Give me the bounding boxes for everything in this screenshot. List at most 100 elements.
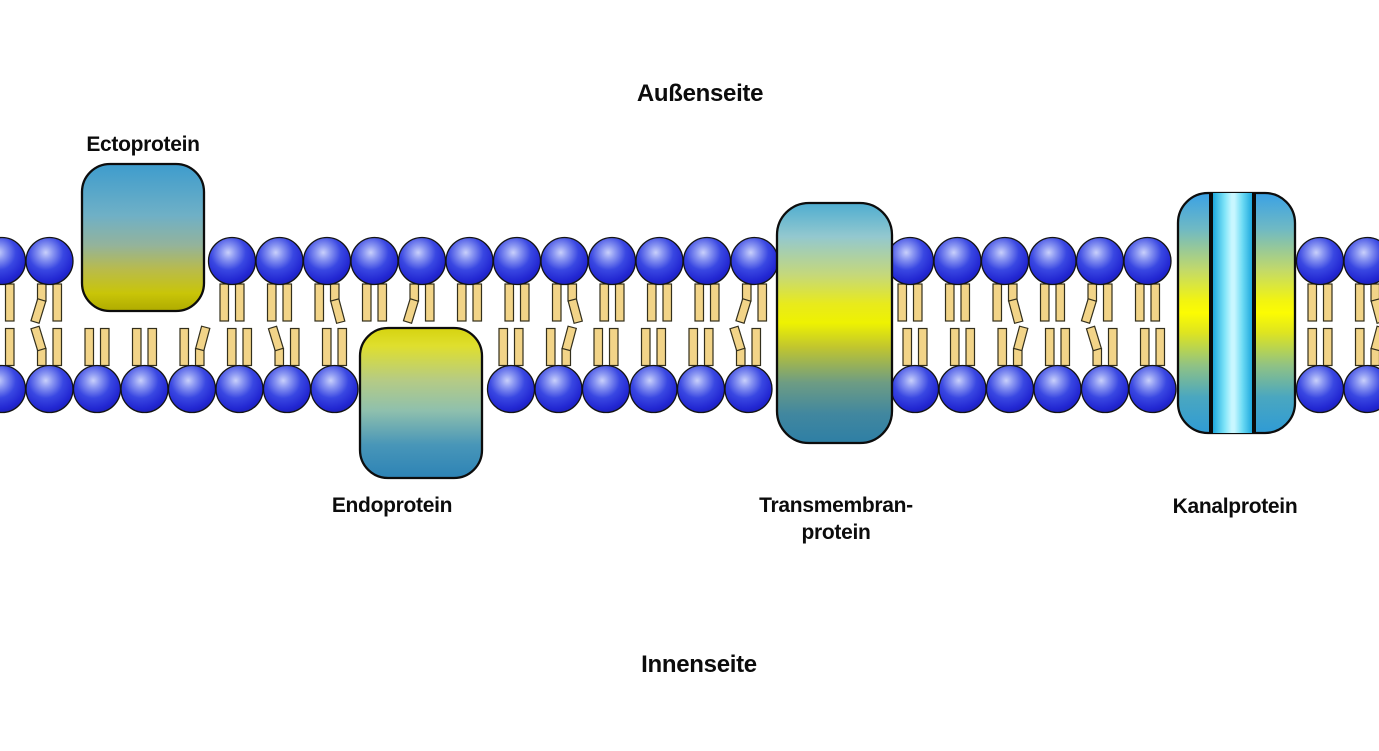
- lipid-tails: [84, 327, 110, 367]
- lipid-tails: [1134, 283, 1161, 322]
- lipid-head: [980, 236, 1030, 286]
- lipid-head: [25, 236, 74, 286]
- lipid-tails: [640, 327, 667, 367]
- lipid-tails: [30, 283, 63, 324]
- lipid-tails: [545, 325, 578, 367]
- lipid-tails: [226, 327, 253, 367]
- lipid-tails: [267, 325, 300, 367]
- lipid-tails: [599, 283, 625, 322]
- lipid-tails: [504, 283, 530, 322]
- lipid-tails: [902, 327, 928, 367]
- lipid-tails: [729, 325, 762, 367]
- lipid-head: [350, 236, 399, 286]
- lipid-head: [1343, 236, 1379, 286]
- lipid-head: [1075, 236, 1125, 286]
- lipid-tails: [646, 283, 673, 322]
- lipid-tails: [735, 283, 768, 324]
- lipid-head: [486, 364, 536, 414]
- lipid-head: [985, 364, 1035, 414]
- lipid-head: [255, 236, 304, 286]
- lipid-tails: [1307, 327, 1333, 367]
- lipid-tails: [456, 283, 483, 322]
- endoprotein-shape: [358, 326, 484, 480]
- lipid-tails: [219, 283, 245, 322]
- lipid-tails: [498, 327, 524, 367]
- lipid-tails: [1354, 325, 1379, 367]
- transmembranprotein-label-line2: protein: [801, 521, 871, 544]
- lipid-tails: [688, 327, 714, 367]
- lipid-head: [587, 236, 637, 286]
- inside-label: Innenseite: [641, 651, 757, 678]
- lipid-head: [534, 364, 583, 414]
- lipid-tails: [1139, 327, 1166, 367]
- lipid-head: [1295, 364, 1345, 414]
- lipid-head: [215, 364, 264, 414]
- lipid-tails: [593, 327, 619, 367]
- lipid-head: [1028, 236, 1077, 286]
- lipid-head: [1080, 364, 1130, 414]
- lipid-tails: [897, 283, 923, 322]
- lipid-tails: [266, 283, 293, 322]
- lipid-tails: [361, 283, 388, 322]
- lipid-head: [890, 364, 940, 414]
- endoprotein-label: Endoprotein: [331, 494, 453, 517]
- outer-leaflet-row: [0, 236, 1379, 325]
- lipid-tails: [314, 283, 346, 325]
- lipid-head: [167, 364, 217, 414]
- lipid-head: [207, 236, 257, 286]
- lipid-tails: [1307, 283, 1333, 322]
- lipid-head: [0, 364, 27, 414]
- lipid-tails: [402, 283, 435, 324]
- lipid-tails: [179, 325, 211, 367]
- lipid-tails: [30, 325, 63, 367]
- channel-pore: [1213, 193, 1252, 433]
- lipid-tails: [4, 327, 15, 367]
- lipid-head: [492, 236, 542, 286]
- lipid-tails: [4, 283, 15, 322]
- lipid-head: [581, 364, 631, 414]
- ectoprotein-label: Ectoprotein: [86, 133, 200, 156]
- lipid-tails: [321, 327, 348, 367]
- lipid-head: [120, 364, 169, 414]
- lipid-head: [540, 236, 589, 286]
- lipid-head: [885, 236, 935, 286]
- ectoprotein-shape: [80, 162, 206, 313]
- lipid-head: [938, 364, 987, 414]
- outside-label: Außenseite: [636, 80, 764, 107]
- lipid-head: [724, 364, 773, 414]
- kanalprotein-label: Kanalprotein: [1172, 495, 1298, 518]
- transmembranprotein-label-line1: Transmembran-: [759, 494, 913, 517]
- lipid-head: [629, 364, 678, 414]
- lipid-head: [397, 236, 447, 286]
- lipid-tails: [1044, 327, 1071, 367]
- lipid-head: [25, 364, 74, 414]
- kanalprotein-shape: [1176, 191, 1297, 435]
- lipid-tails: [694, 283, 720, 322]
- lipid-head: [730, 236, 779, 286]
- lipid-head: [0, 236, 27, 286]
- lipid-head: [72, 364, 122, 414]
- lipid-head: [262, 364, 312, 414]
- lipid-head: [1123, 236, 1172, 286]
- transmembranprotein-shape: [775, 201, 894, 445]
- lipid-head: [310, 364, 359, 414]
- lipid-head: [635, 236, 684, 286]
- lipid-head: [933, 236, 982, 286]
- lipid-tails: [1039, 283, 1066, 322]
- lipid-head: [1128, 364, 1177, 414]
- lipid-head: [682, 236, 732, 286]
- lipid-tails: [949, 327, 976, 367]
- lipid-tails: [944, 283, 971, 322]
- lipid-head: [1295, 236, 1345, 286]
- inner-leaflet-row: [0, 325, 1379, 414]
- lipid-head: [1033, 364, 1082, 414]
- lipid-head: [1343, 364, 1379, 414]
- lipid-tails: [551, 283, 584, 325]
- lipid-head: [676, 364, 726, 414]
- lipid-tails: [997, 325, 1029, 367]
- lipid-tails: [1354, 283, 1379, 325]
- lipid-head: [302, 236, 352, 286]
- lipid-tails: [992, 283, 1024, 325]
